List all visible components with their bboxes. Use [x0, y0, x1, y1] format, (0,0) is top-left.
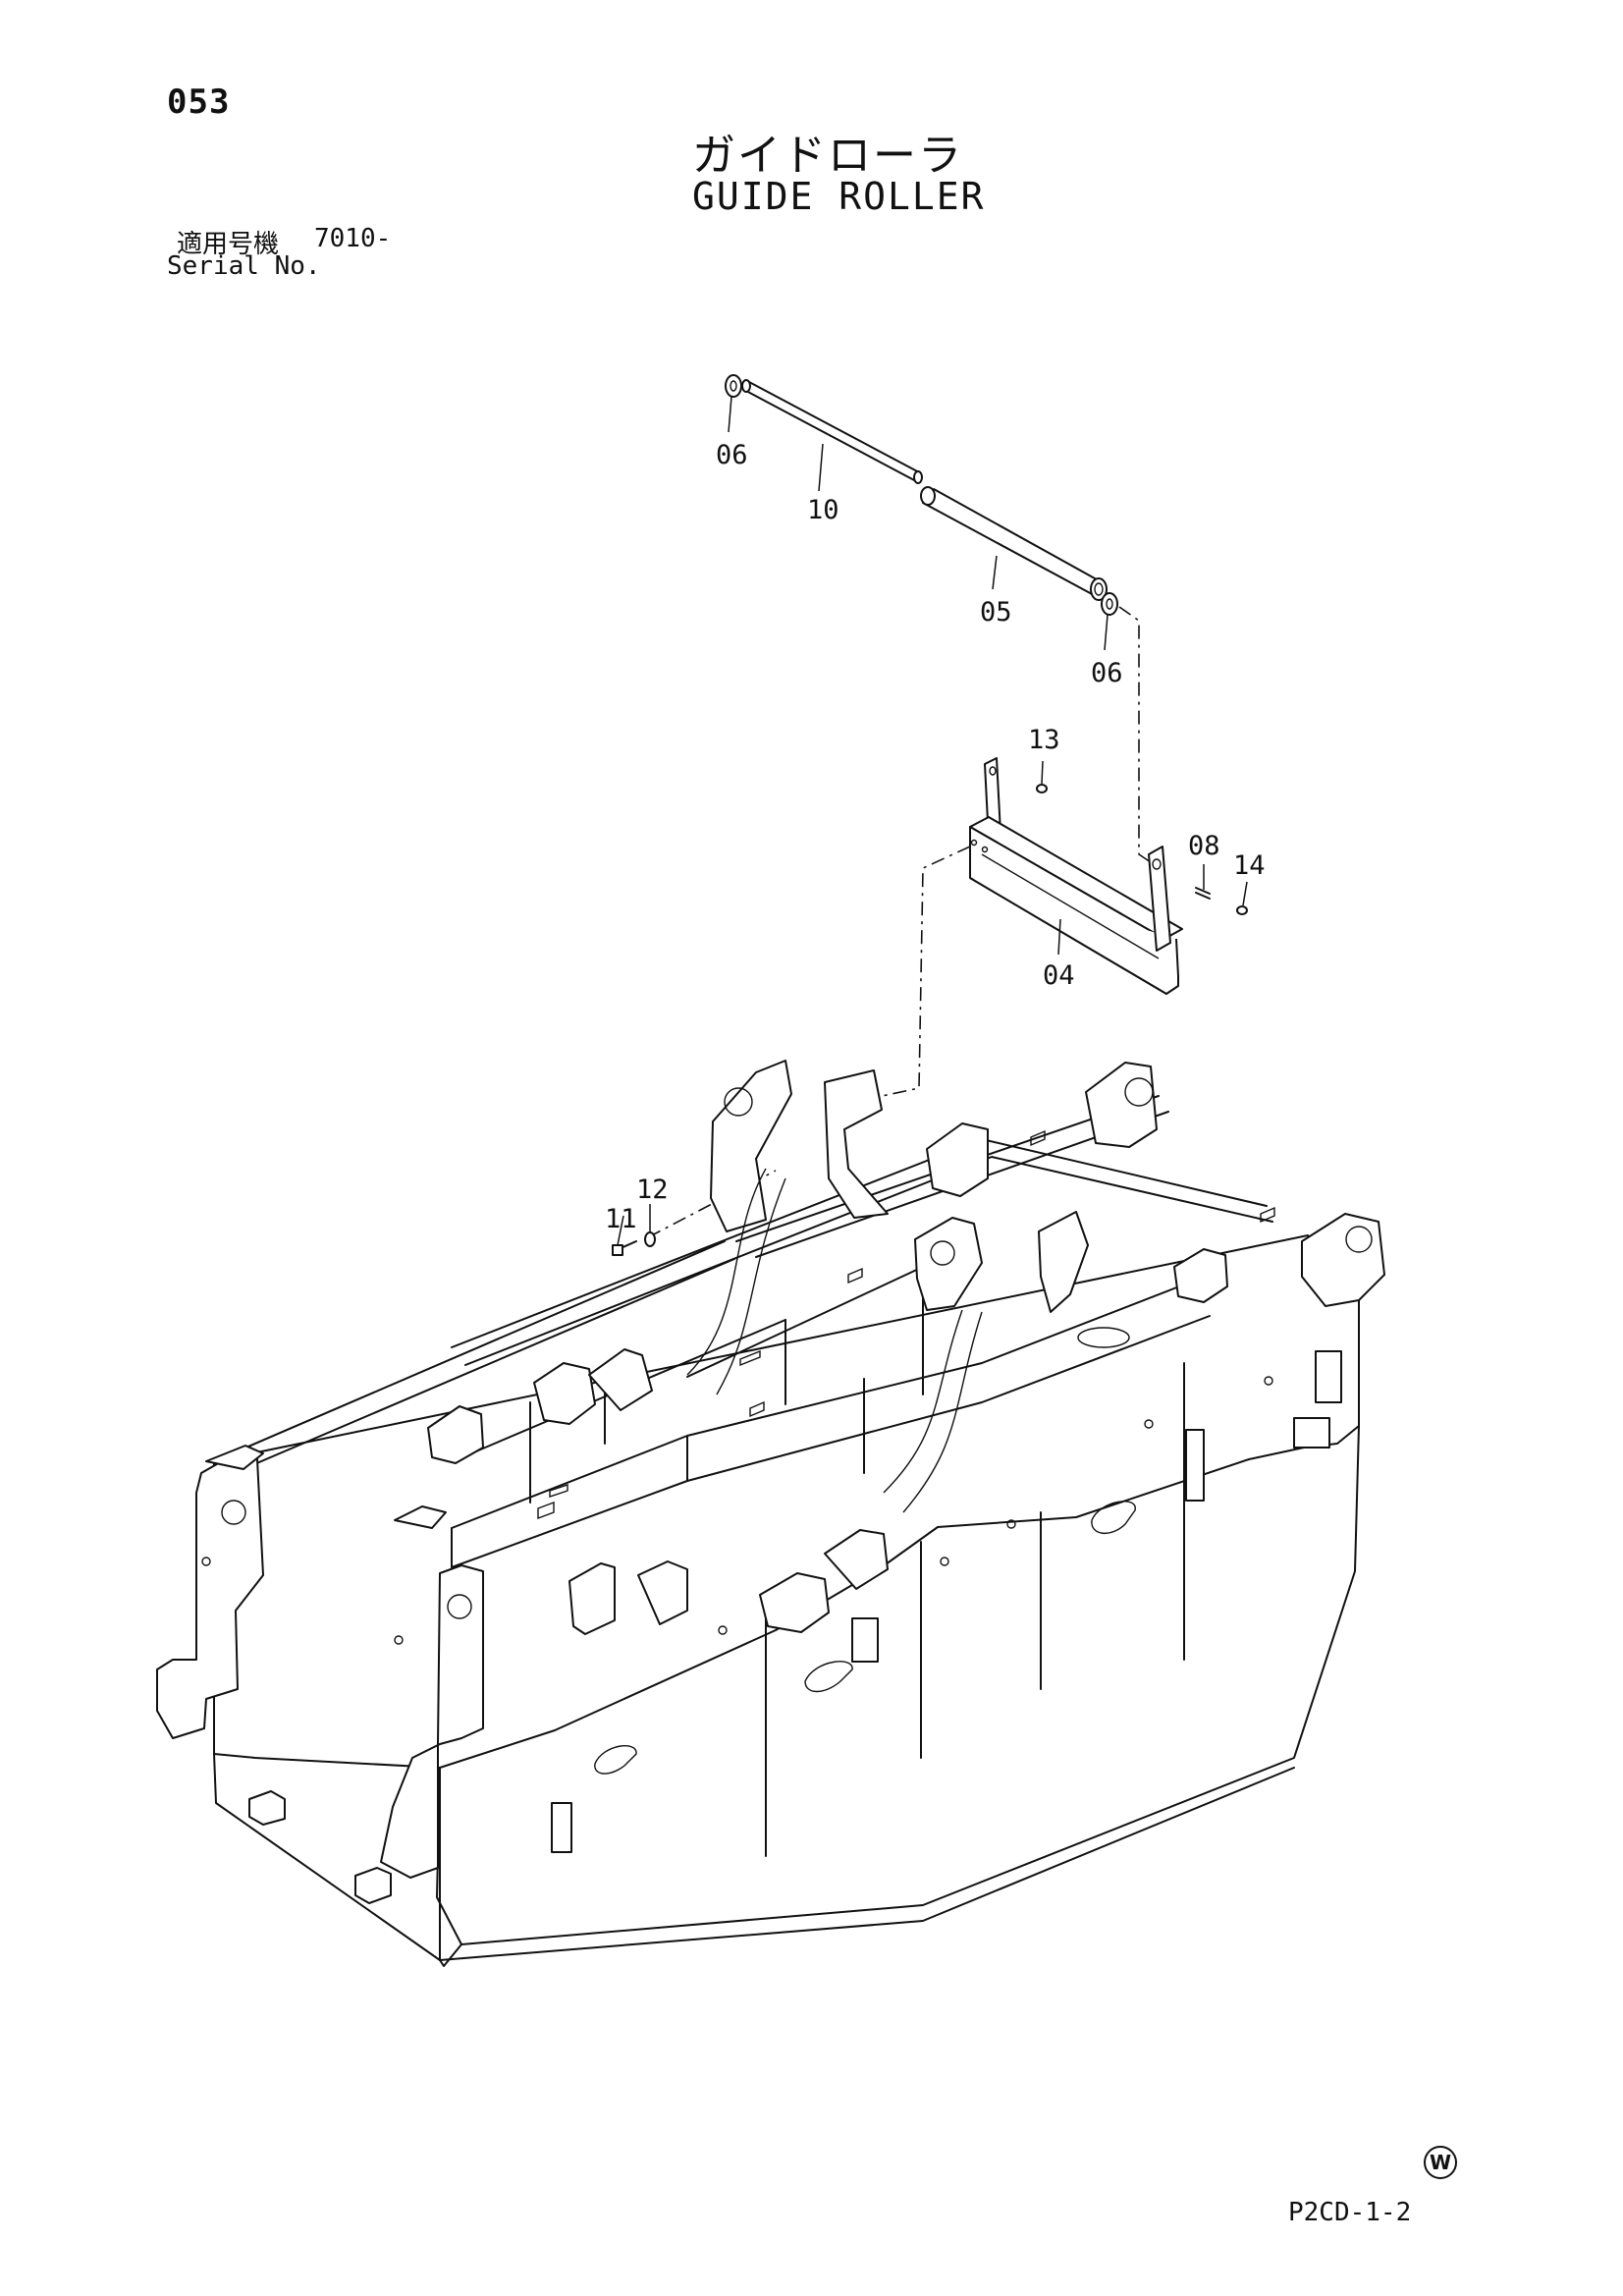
- leader-04: [1057, 918, 1061, 956]
- assembly-centerline-pin: [1118, 606, 1155, 865]
- leader-14: [1242, 881, 1248, 906]
- callout-12: 12: [636, 1175, 669, 1205]
- track-frame: [156, 1060, 1385, 1967]
- leader-10: [818, 443, 824, 492]
- callout-04: 04: [1043, 960, 1075, 991]
- callout-14: 14: [1233, 850, 1266, 881]
- part-06-washer-top: [725, 374, 742, 398]
- part-08-cotter-pin: [1195, 887, 1211, 900]
- part-05-roller: [920, 486, 1108, 601]
- callout-05: 05: [980, 597, 1012, 628]
- leader-06-lower: [1104, 614, 1109, 651]
- part-13-nut: [1036, 784, 1048, 793]
- part-11-bolt: [612, 1240, 637, 1256]
- serial-label-english: Serial No.: [167, 251, 321, 281]
- circled-w-icon: W: [1424, 2146, 1457, 2179]
- part-06-washer-lower: [1101, 592, 1118, 616]
- callout-13: 13: [1028, 725, 1060, 755]
- callout-08: 08: [1188, 831, 1220, 861]
- leader-11: [617, 1215, 624, 1246]
- page-number: 053: [167, 82, 231, 122]
- part-12-washer: [644, 1231, 656, 1247]
- title-japanese: ガイドローラ: [692, 131, 963, 181]
- leader-06-top: [728, 396, 732, 433]
- drawing-code: P2CD-1-2: [1288, 2198, 1412, 2227]
- leader-13: [1041, 760, 1044, 785]
- part-10-pin: [741, 379, 923, 484]
- leader-lines: [617, 396, 1248, 1246]
- callout-11: 11: [605, 1204, 637, 1234]
- callout-06-top: 06: [716, 440, 748, 470]
- serial-number-value: 7010-: [314, 224, 392, 253]
- callout-06-lower: 06: [1091, 658, 1123, 688]
- leader-05: [992, 555, 998, 590]
- assembly-centerline-bracket: [863, 846, 971, 1101]
- serial-label-japanese: 適用号機: [177, 230, 280, 259]
- title-english: GUIDE ROLLER: [692, 175, 986, 218]
- callout-10: 10: [807, 495, 839, 525]
- part-04-bracket: [969, 757, 1183, 995]
- part-14-bolt: [1236, 905, 1248, 915]
